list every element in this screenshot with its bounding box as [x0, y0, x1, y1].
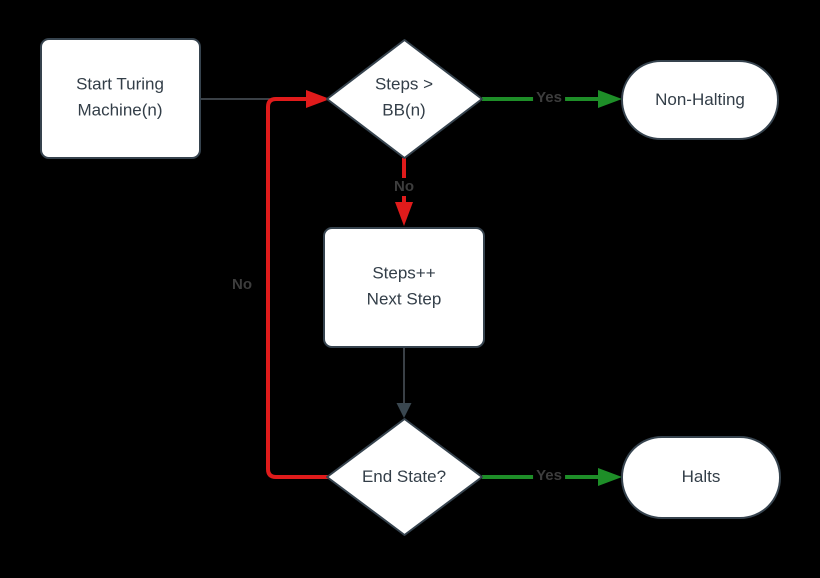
node-non-halting [621, 60, 779, 140]
edge-endstate-no-loop [266, 97, 332, 479]
node-steps-increment [323, 227, 485, 348]
node-steps-gt-bb-decision [326, 39, 483, 159]
arrowhead-yes-into-nonhalting [598, 90, 622, 108]
node-start-turing-machine [40, 38, 201, 159]
arrowhead-into-endstate [396, 403, 412, 418]
arrowhead-yes-into-halts [598, 468, 622, 486]
arrowhead-no-into-step [395, 202, 413, 226]
arrowhead-loop-into-bbcheck [306, 90, 330, 108]
node-end-state-decision [326, 418, 483, 536]
node-halts [621, 436, 781, 519]
